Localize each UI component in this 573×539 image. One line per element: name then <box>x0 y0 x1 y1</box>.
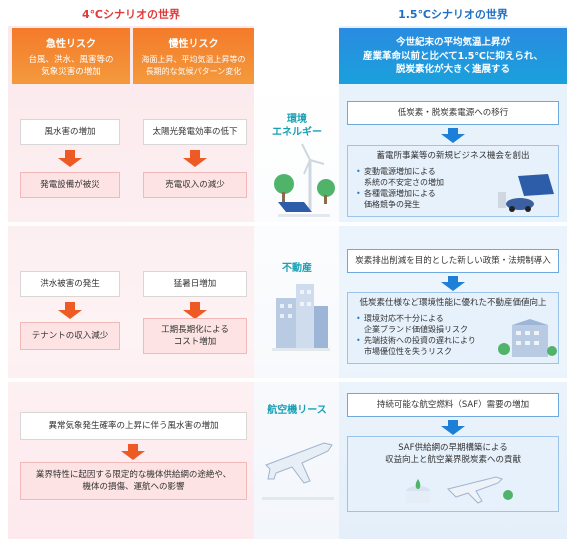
energy-acute-cause: 風水害の増加 <box>20 119 120 145</box>
chronic-risk-header: 慢性リスク 海面上昇、平均気温上昇等の 長期的な気候パターン変化 <box>133 28 254 84</box>
scenario-15c-title: 1.5℃シナリオの世界 <box>398 8 508 21</box>
energy-15c-cause: 低炭素・脱炭素電源への移行 <box>347 101 559 125</box>
aircraft-15c-cause: 持続可能な航空燃料（SAF）需要の増加 <box>347 393 559 417</box>
energy-acute-effect: 発電設備が被災 <box>20 172 120 198</box>
arrow-down-icon <box>441 134 465 143</box>
energy-15c-effect: 蓄電所事業等の新規ビジネス機会を創出 変動電源増加による 系統の不安定さの増加 … <box>347 145 559 217</box>
chronic-risk-desc: 海面上昇、平均気温上昇等の 長期的な気候パターン変化 <box>141 55 246 76</box>
arrow-down-icon <box>58 310 82 319</box>
aircraft-cause: 異常気象発生確率の上昇に伴う風水害の増加 <box>20 412 247 440</box>
realestate-acute-cause: 洪水被害の発生 <box>20 271 120 297</box>
aircraft-effect: 業界特性に起因する限定的な機体供給網の途絶や、 機体の損傷、運航への影響 <box>20 462 247 500</box>
row-divider <box>8 222 567 226</box>
energy-15c-bullet: 各種電源増加による 価格競争の発生 <box>356 188 558 210</box>
energy-15c-effect-title: 蓄電所事業等の新規ビジネス機会を創出 <box>376 151 530 161</box>
energy-chronic-effect: 売電収入の減少 <box>143 172 247 198</box>
realestate-15c-effect: 低炭素仕様など環境性能に優れた不動産価値向上 環境対応不十分による 企業ブランド… <box>347 292 559 364</box>
category-energy: 環境 エネルギー <box>272 114 322 138</box>
scenario-15c-header-text: 今世紀末の平均気温上昇が 産業革命以前と比べて1.5℃に抑えられ、 脱炭素化が大… <box>362 37 544 75</box>
arrow-down-icon <box>441 426 465 435</box>
arrow-down-icon <box>58 158 82 167</box>
arrow-down-icon <box>190 302 200 310</box>
energy-chronic-cause: 太陽光発電効率の低下 <box>143 119 247 145</box>
realestate-15c-bullet: 環境対応不十分による 企業ブランド価値毀損リスク <box>356 313 558 335</box>
realestate-chronic-cause: 猛暑日増加 <box>143 271 247 297</box>
arrow-down-icon <box>183 310 207 319</box>
arrow-down-icon <box>190 150 200 158</box>
ev-solar-icon <box>498 174 554 212</box>
arrow-down-icon <box>121 451 145 460</box>
airplane-illustration <box>262 442 334 500</box>
category-realestate: 不動産 <box>282 263 312 274</box>
row-divider <box>8 378 567 382</box>
building-icon <box>498 319 557 357</box>
arrow-down-icon <box>441 282 465 291</box>
category-aircraft: 航空機リース <box>267 405 327 416</box>
realestate-15c-bullet: 先端技術への投資の遅れにより 市場優位性を失うリスク <box>356 335 558 357</box>
realestate-chronic-effect: 工期長期化による コスト増加 <box>143 318 247 354</box>
arrow-down-icon <box>448 420 458 426</box>
arrow-down-icon <box>448 128 458 134</box>
arrow-down-icon <box>65 302 75 310</box>
arrow-down-icon <box>448 276 458 282</box>
acute-risk-title: 急性リスク <box>46 39 96 50</box>
wind-solar-illustration <box>274 143 335 217</box>
realestate-15c-effect-title: 低炭素仕様など環境性能に優れた不動産価値向上 <box>359 298 547 308</box>
scenario-15c-header: 今世紀末の平均気温上昇が 産業革命以前と比べて1.5℃に抑えられ、 脱炭素化が大… <box>339 28 567 84</box>
acute-risk-desc: 台風、洪水、風害等の 気象災害の増加 <box>28 55 114 77</box>
aircraft-15c-effect: SAF供給網の早期構築による 収益向上と航空業界脱炭素への貢献 <box>347 436 559 512</box>
realestate-acute-effect: テナントの収入減少 <box>20 322 120 350</box>
saf-tank-airplane-icon <box>406 476 513 504</box>
arrow-down-icon <box>128 444 138 451</box>
realestate-15c-cause: 炭素排出削減を目的とした新しい政策・法規制導入 <box>347 249 559 273</box>
chronic-risk-title: 慢性リスク <box>168 39 219 50</box>
aircraft-15c-effect-text: SAF供給網の早期構築による 収益向上と航空業界脱炭素への貢献 <box>384 443 521 465</box>
buildings-illustration <box>272 284 330 351</box>
arrow-down-icon <box>183 158 207 167</box>
scenario-4c-title: 4℃シナリオの世界 <box>82 8 180 21</box>
energy-15c-bullet: 変動電源増加による 系統の不安定さの増加 <box>356 166 558 188</box>
arrow-down-icon <box>65 150 75 158</box>
acute-risk-header: 急性リスク 台風、洪水、風害等の 気象災害の増加 <box>12 28 130 84</box>
